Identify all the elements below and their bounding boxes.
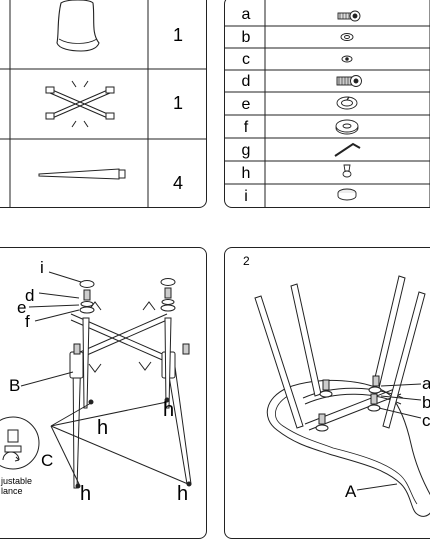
adjustable-balance-detail	[0, 416, 40, 470]
bolt-icon	[337, 10, 361, 22]
flat-washer-icon	[335, 119, 359, 135]
screw-icon	[342, 164, 352, 178]
chair-seat-icon	[56, 0, 100, 52]
nut-icon	[341, 55, 353, 63]
callout-seat-A: A	[345, 482, 357, 501]
parts-panel: 1 1 4	[0, 0, 207, 208]
callout-h4: h	[177, 483, 188, 505]
legs	[254, 275, 426, 429]
qty-leg: 4	[173, 173, 183, 193]
callout-i: i	[40, 258, 44, 277]
bolts	[315, 375, 382, 432]
hardware-table: a b c d e f g h i	[225, 0, 430, 207]
callout-h3: h	[80, 483, 91, 505]
base-frame-icon	[45, 80, 115, 128]
small-washer-icon	[340, 33, 354, 41]
callout-h1: h	[97, 417, 108, 439]
step-number: 2	[243, 254, 250, 268]
parts-table: 1 1 4	[0, 0, 206, 207]
hw-letter-f: f	[244, 119, 249, 136]
hw-letter-d: d	[242, 73, 251, 90]
wooden-leg-icon	[38, 168, 126, 180]
leader-lines	[20, 271, 189, 485]
adjustable-note-line2: lance	[1, 486, 23, 496]
qty-seat: 1	[173, 25, 183, 45]
adjustable-note-line1: justable	[0, 476, 32, 486]
callout-h2: h	[163, 399, 174, 421]
step1-diagram: i d e f B C h h h h justable lance	[0, 258, 192, 505]
hw-letter-g: g	[242, 142, 251, 159]
foot-cap-icon	[337, 188, 357, 201]
long-bolt-icon	[336, 75, 362, 87]
callout-b: b	[422, 393, 430, 412]
callout-d: d	[25, 286, 34, 305]
callout-f: f	[25, 312, 30, 331]
qty-frame: 1	[173, 93, 183, 113]
spring-washer-icon	[336, 96, 358, 110]
top-hardware	[73, 278, 190, 355]
allen-key-icon	[334, 142, 361, 157]
step1-panel: i d e f B C h h h h justable lance	[0, 247, 207, 539]
hw-letter-i: i	[244, 188, 248, 205]
callout-e: e	[17, 298, 26, 317]
small-screws	[75, 397, 192, 489]
callout-a: a	[422, 374, 430, 393]
hw-letter-a: a	[242, 6, 251, 23]
hw-letter-c: c	[242, 51, 250, 68]
hardware-panel: a b c d e f g h i	[224, 0, 430, 208]
hw-letter-b: b	[242, 29, 251, 46]
step2-panel: 2	[224, 247, 430, 539]
legs	[69, 317, 192, 489]
callout-c: C	[41, 451, 53, 470]
callout-c: c	[422, 411, 430, 430]
step2-diagram: 2	[243, 254, 430, 517]
hw-letter-h: h	[242, 165, 251, 182]
callout-b: B	[9, 376, 20, 395]
hw-letter-e: e	[242, 96, 251, 113]
leader-lines	[356, 383, 422, 491]
